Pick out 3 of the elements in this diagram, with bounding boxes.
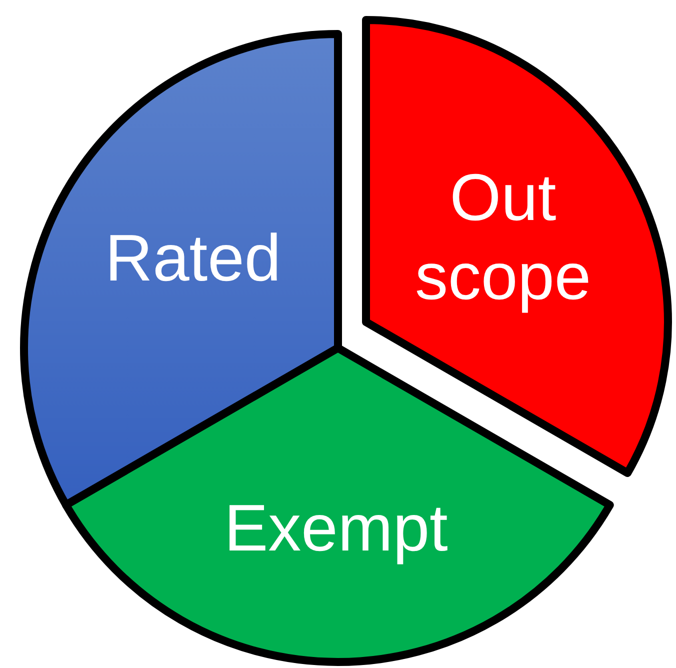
slice-label: Rated	[104, 219, 282, 296]
slice-label: Out scope	[414, 158, 592, 315]
slice-label: Exempt	[223, 489, 449, 566]
